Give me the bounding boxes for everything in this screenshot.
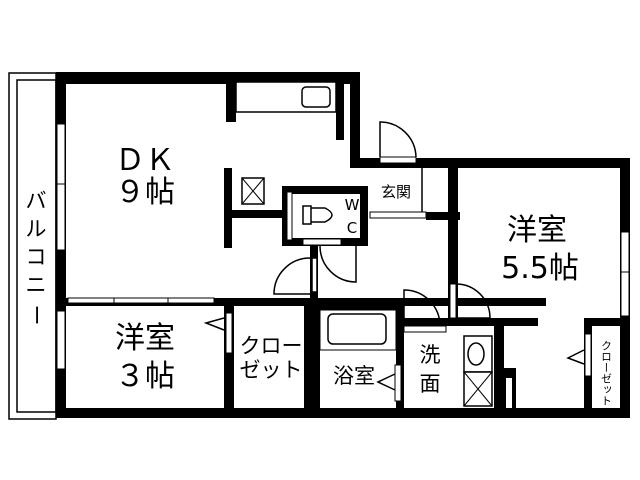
washroom-line2: 面 [420,372,441,396]
duct-shaft [241,177,265,205]
closet-small [566,318,592,410]
svg-text:ニ: ニ [26,273,47,297]
washroom [403,289,516,410]
toilet-icon [302,205,333,225]
closet-3jo [203,306,312,410]
washroom-line1: 洗 [420,343,441,367]
windows [56,123,630,370]
wc-room [282,186,368,246]
bath-label: 浴室 [333,364,375,388]
svg-text:ー: ー [24,305,48,326]
washroom-door[interactable] [403,289,441,327]
balcony-label: バ ル コ ニ ー [24,189,48,326]
western-55-label: 洋室 [507,213,567,248]
western-55-size: 5.5帖 [501,251,579,286]
svg-text:コ: コ [26,245,47,269]
wc-line2: C [347,219,357,237]
door-55[interactable] [449,283,491,319]
entrance-door[interactable] [379,121,417,158]
svg-text:ル: ル [26,217,47,241]
closet-main-line2: ゼット [240,358,303,382]
dk-label: ＤＫ [115,143,175,178]
western-room-55-walls [404,158,624,326]
bathtub-icon [327,313,387,345]
svg-text:バ: バ [26,189,47,213]
corridor-doors[interactable] [273,245,357,298]
closet-main-line1: クロー [240,334,303,358]
bath-room [312,306,404,410]
wc-line1: W [345,196,360,214]
entrance-label: 玄関 [381,183,411,201]
dk-size: ９帖 [115,175,175,210]
dk-partition-walls [66,168,546,306]
kitchen-counter [226,80,344,140]
western-3-size: ３帖 [115,359,175,394]
entrance-area [360,121,460,220]
closet-small-label: クローゼット [600,340,613,406]
western-3-label: 洋室 [115,321,175,356]
sliding-door-3jo[interactable] [67,297,215,304]
